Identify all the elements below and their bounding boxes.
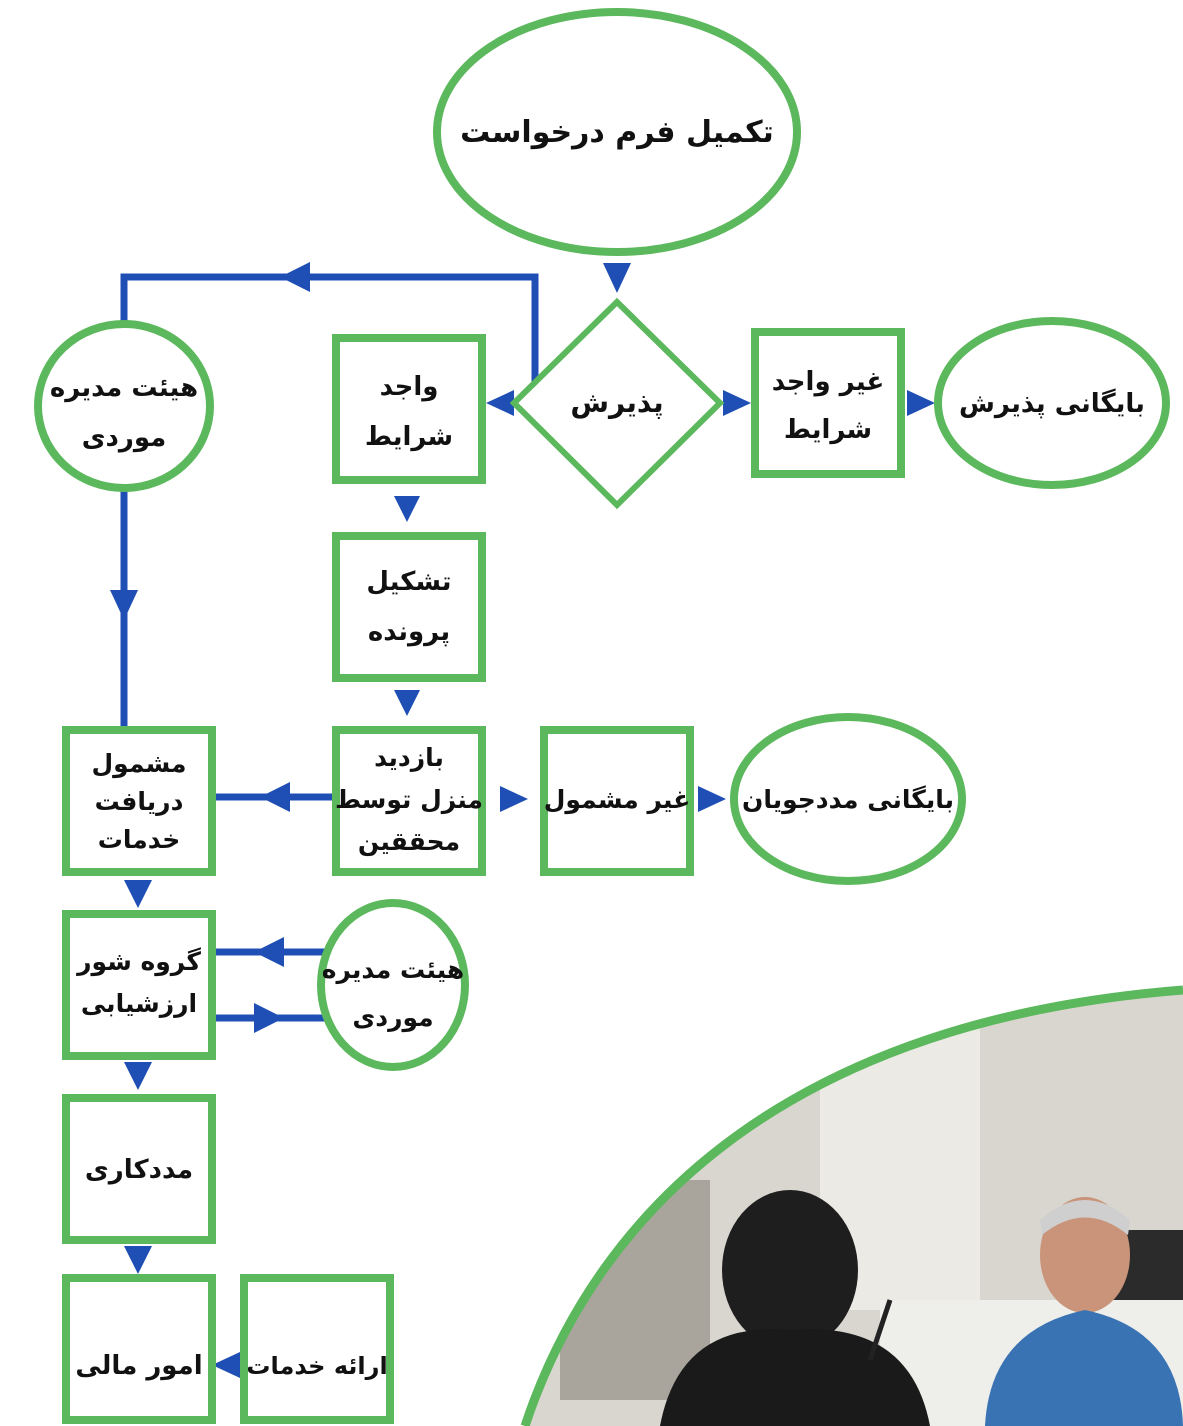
svg-text:گروه شور: گروه شور [75, 947, 201, 977]
svg-text:غیر واجد: غیر واجد [772, 367, 884, 397]
photo-frame-arc [520, 985, 1183, 1426]
arrow-socialwork-to-financial [124, 1246, 152, 1274]
node-clients-archive: بایگانی مددجویان [730, 713, 966, 885]
node-not-eligible: غیر واجد شرایط [751, 328, 905, 478]
arrow-visit-to-covered [260, 782, 290, 812]
node-financial-affairs: امور مالی [62, 1274, 216, 1424]
arrow-council-to-socialwork [124, 1062, 152, 1090]
arrow-services-to-financial [212, 1352, 240, 1378]
svg-text:محققین: محققین [358, 827, 460, 857]
node-board-top: هیئت مدیره موردی [34, 320, 214, 492]
svg-text:خدمات: خدمات [98, 825, 180, 854]
arrow-to-clients-archive [698, 786, 726, 812]
office-meeting-photo [525, 990, 1183, 1426]
node-request-form: تکمیل فرم درخواست [433, 8, 801, 256]
node-acceptance-decision: پذیرش [509, 297, 725, 510]
svg-text:بایگانی پذیرش: بایگانی پذیرش [959, 388, 1145, 419]
svg-text:موردی: موردی [352, 1003, 433, 1033]
arrow-file-to-visit [394, 690, 420, 716]
svg-text:تشکیل: تشکیل [366, 567, 451, 597]
svg-text:غیر مشمول: غیر مشمول [544, 785, 691, 815]
svg-text:منزل توسط: منزل توسط [335, 785, 483, 815]
svg-text:موردی: موردی [82, 423, 167, 453]
arrow-acceptance-to-not-eligible [723, 390, 751, 416]
arrow-form-to-acceptance [603, 263, 631, 293]
svg-text:بایگانی مددجویان: بایگانی مددجویان [742, 785, 954, 815]
node-evaluation-council: گروه شور ارزشیابی [62, 910, 216, 1060]
arrow-to-acceptance-archive [907, 390, 935, 416]
svg-text:مشمول: مشمول [91, 749, 186, 779]
svg-text:پرونده: پرونده [368, 617, 450, 647]
svg-text:هیئت مدیره: هیئت مدیره [322, 955, 465, 985]
arrow-board-down [110, 590, 138, 620]
node-not-covered: غیر مشمول [540, 726, 694, 876]
arrow-visit-to-not-covered [500, 786, 528, 812]
svg-text:هیئت مدیره: هیئت مدیره [50, 373, 198, 403]
arrow-to-board-top [280, 262, 310, 292]
svg-text:بازدید: بازدید [374, 743, 444, 772]
node-service-delivery: ارائه خدمات [240, 1274, 394, 1424]
node-covered-services: مشمول دریافت خدمات [62, 726, 216, 876]
svg-text:شرایط: شرایط [365, 422, 453, 452]
svg-text:ارزشیابی: ارزشیابی [81, 989, 197, 1018]
node-acceptance-archive: بایگانی پذیرش [934, 317, 1170, 489]
node-board-bottom: هیئت مدیره موردی [317, 899, 469, 1071]
svg-text:واجد: واجد [380, 372, 439, 402]
node-social-work: مددکاری [62, 1094, 216, 1244]
arrow-council-to-board [254, 1003, 284, 1033]
svg-text:مددکاری: مددکاری [85, 1155, 193, 1185]
node-eligible: واجد شرایط [332, 334, 486, 484]
arrow-acceptance-to-eligible [486, 390, 514, 416]
svg-text:دریافت: دریافت [95, 787, 184, 816]
svg-text:امور مالی: امور مالی [75, 1351, 202, 1381]
svg-text:ارائه خدمات: ارائه خدمات [246, 1352, 387, 1380]
arrow-board-to-council [254, 937, 284, 967]
node-file-creation: تشکیل پرونده [332, 532, 486, 682]
line-eligible-to-board [120, 273, 539, 395]
svg-text:تکمیل فرم درخواست: تکمیل فرم درخواست [460, 115, 774, 150]
svg-text:شرایط: شرایط [784, 415, 872, 445]
svg-text:پذیرش: پذیرش [570, 386, 663, 419]
node-home-visit: بازدید منزل توسط محققین [332, 726, 486, 876]
arrow-eligible-to-file [394, 496, 420, 522]
arrow-covered-to-council [124, 880, 152, 908]
flow-connectors [110, 262, 935, 1378]
